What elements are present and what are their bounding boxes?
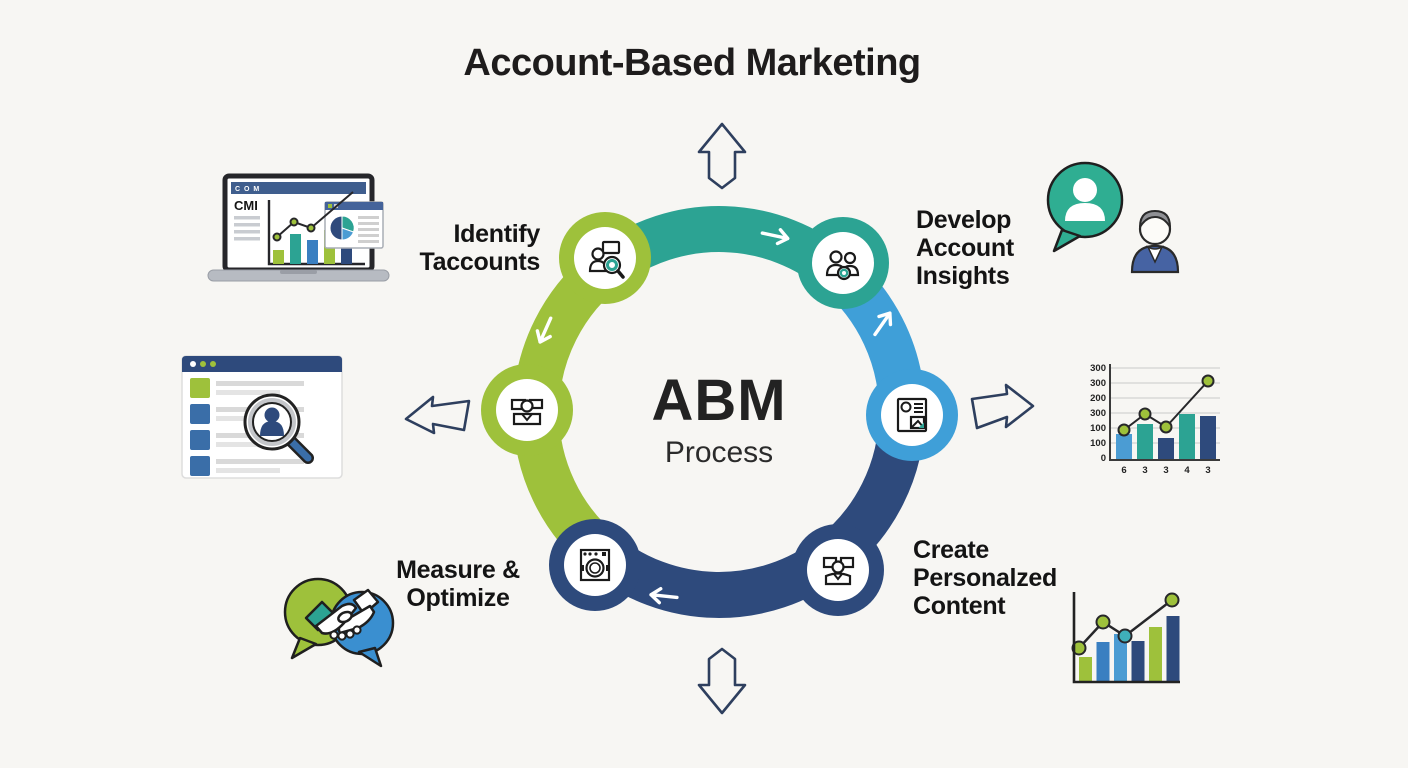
label-line: Taccounts	[419, 248, 541, 276]
flow-arrow-right-icon	[760, 228, 790, 246]
arrow-left-icon	[404, 395, 471, 435]
svg-text:100: 100	[1090, 423, 1106, 434]
window-dot	[210, 361, 216, 367]
analytics-laptop-illustration: C O M CMI	[207, 173, 390, 282]
label-line: Content	[913, 592, 1006, 620]
label-line: Measure &	[396, 556, 520, 584]
laptop-trend-line	[272, 191, 354, 242]
node-identify-accounts	[559, 212, 651, 304]
people-group-icon	[825, 250, 860, 281]
kpi-chart-axes	[1109, 364, 1220, 461]
thumb	[337, 610, 353, 624]
person-screens-icon	[822, 556, 855, 586]
label-line: Insights	[916, 262, 1010, 290]
svg-text:100: 100	[1090, 438, 1106, 449]
label-line: Account	[916, 234, 1014, 262]
arrow-up-icon	[697, 122, 747, 190]
window-dot	[190, 361, 196, 367]
kpi-chart-plot: 300 300 200 300 100 100 0 6 3 3 4 3	[1090, 363, 1220, 476]
laptop-popup-card	[324, 201, 384, 249]
popup-text-lines	[358, 216, 379, 243]
page-title: Account-Based Marketing	[463, 42, 921, 84]
label-develop-insights: Develop Account Insights	[916, 206, 1014, 290]
person-search-icon	[588, 240, 625, 279]
svg-text:3: 3	[1142, 465, 1147, 476]
label-measure-optimize: Measure & Optimize	[383, 556, 533, 612]
growth-chart-plot	[1071, 592, 1180, 682]
node-develop-insights	[797, 217, 889, 309]
svg-text:3: 3	[1205, 465, 1210, 476]
svg-text:3: 3	[1163, 465, 1168, 476]
svg-text:0: 0	[1101, 453, 1106, 464]
account-list-illustration	[181, 355, 343, 479]
outer-arrows	[404, 122, 1035, 715]
node-engage-contacts	[481, 364, 573, 456]
svg-text:300: 300	[1090, 378, 1106, 389]
laptop-header-bar	[231, 182, 366, 194]
window-dot	[200, 361, 206, 367]
sleeve-right	[352, 588, 380, 616]
laptop-label: CMI	[234, 198, 258, 213]
center-title-block: ABM Process	[651, 372, 786, 470]
bubble-person-icon	[1065, 178, 1105, 221]
person-panels-icon	[510, 398, 544, 426]
customer-chat-illustration	[1046, 161, 1180, 274]
label-line: Personalzed	[913, 564, 1057, 592]
svg-text:300: 300	[1090, 408, 1106, 419]
laptop-header-text: C O M	[235, 186, 260, 193]
pie-chart-icon	[329, 215, 355, 241]
profile-document-icon	[896, 397, 928, 433]
magnifier-person-icon	[243, 393, 314, 464]
label-line: Optimize	[406, 584, 510, 612]
label-line: Create	[913, 536, 990, 564]
gauge-icon	[579, 548, 611, 582]
laptop-text-lines	[234, 216, 260, 241]
svg-text:300: 300	[1090, 363, 1106, 374]
center-title: ABM	[651, 368, 787, 433]
flow-arrow-up-icon	[873, 311, 893, 337]
laptop-notch	[280, 270, 317, 274]
growth-chart-axes	[1072, 592, 1180, 684]
svg-text:4: 4	[1184, 465, 1190, 476]
node-create-content	[792, 524, 884, 616]
label-line: Identify	[453, 220, 541, 248]
arrow-right-icon	[970, 383, 1035, 430]
label-identify-accounts: Identify Taccounts	[419, 220, 541, 276]
kpi-chart-illustration: 300 300 200 300 100 100 0 6 3 3 4 3	[1090, 363, 1220, 476]
flow-arrow-down-icon	[535, 316, 553, 344]
label-create-content: Create Personalzed Content	[913, 536, 1057, 620]
handshake-illustration	[283, 577, 395, 668]
knuckles	[329, 625, 362, 641]
flow-arrow-left-icon	[649, 587, 679, 605]
svg-text:6: 6	[1121, 465, 1126, 476]
businessman-icon	[1130, 209, 1180, 274]
center-subtitle: Process	[664, 436, 774, 469]
node-account-profile	[866, 369, 958, 461]
browser-title-bar	[182, 356, 342, 372]
arrow-down-icon	[697, 647, 747, 715]
node-measure-optimize	[549, 519, 641, 611]
label-line: Develop	[916, 206, 1012, 234]
ring-flow-arrows	[535, 228, 893, 605]
growth-chart-illustration	[1071, 592, 1180, 684]
svg-text:200: 200	[1090, 393, 1106, 404]
